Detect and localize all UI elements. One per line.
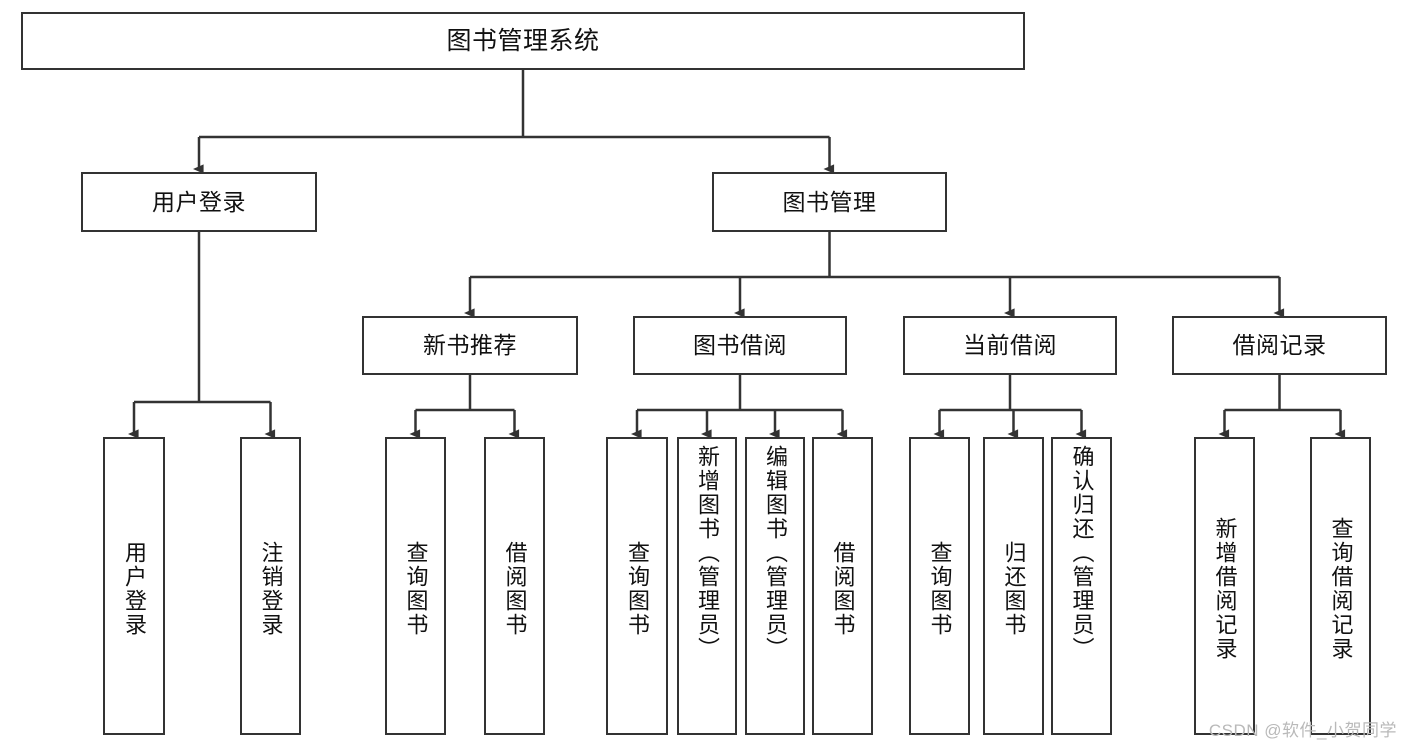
node-l13[interactable]: 查询借阅记录 xyxy=(1310,437,1371,735)
node-l8[interactable]: 借阅图书 xyxy=(812,437,873,735)
node-bookmgr[interactable]: 图书管理 xyxy=(712,172,947,232)
node-label-borrow: 图书借阅 xyxy=(693,332,787,359)
node-label-bookmgr: 图书管理 xyxy=(782,188,877,215)
node-root[interactable]: 图书管理系统 xyxy=(21,12,1025,70)
node-l4[interactable]: 借阅图书 xyxy=(484,437,545,735)
node-l1[interactable]: 用户登录 xyxy=(103,437,165,735)
node-label-records: 借阅记录 xyxy=(1232,332,1327,359)
node-l5[interactable]: 查询图书 xyxy=(606,437,668,735)
node-label-login: 用户登录 xyxy=(152,188,246,215)
node-newrec[interactable]: 新书推荐 xyxy=(362,316,578,375)
node-label-newrec: 新书推荐 xyxy=(423,332,517,359)
node-label-l10: 归还图书 xyxy=(1001,541,1027,637)
node-label-l11: 确认归还（管理员） xyxy=(1069,445,1095,661)
node-current[interactable]: 当前借阅 xyxy=(903,316,1117,375)
node-label-l2: 注销登录 xyxy=(258,541,284,637)
node-label-l1: 用户登录 xyxy=(121,541,147,637)
node-label-root: 图书管理系统 xyxy=(446,26,600,55)
node-label-l12: 新增借阅记录 xyxy=(1212,517,1238,661)
node-l7[interactable]: 编辑图书（管理员） xyxy=(745,437,805,735)
node-l9[interactable]: 查询图书 xyxy=(909,437,970,735)
node-label-l3: 查询图书 xyxy=(403,541,429,637)
node-borrow[interactable]: 图书借阅 xyxy=(633,316,847,375)
node-l12[interactable]: 新增借阅记录 xyxy=(1194,437,1255,735)
node-login[interactable]: 用户登录 xyxy=(81,172,317,232)
node-label-l9: 查询图书 xyxy=(927,541,953,637)
node-label-l7: 编辑图书（管理员） xyxy=(762,445,788,661)
node-label-l4: 借阅图书 xyxy=(502,541,528,637)
node-label-l6: 新增图书（管理员） xyxy=(694,445,720,661)
node-l3[interactable]: 查询图书 xyxy=(385,437,446,735)
node-label-current: 当前借阅 xyxy=(963,332,1057,359)
node-label-l13: 查询借阅记录 xyxy=(1328,517,1354,661)
node-l6[interactable]: 新增图书（管理员） xyxy=(677,437,737,735)
node-l10[interactable]: 归还图书 xyxy=(983,437,1044,735)
edge-group xyxy=(128,70,1346,439)
node-label-l8: 借阅图书 xyxy=(830,541,856,637)
node-records[interactable]: 借阅记录 xyxy=(1172,316,1387,375)
node-l11[interactable]: 确认归还（管理员） xyxy=(1051,437,1112,735)
node-label-l5: 查询图书 xyxy=(624,541,650,637)
node-l2[interactable]: 注销登录 xyxy=(240,437,301,735)
watermark-label: CSDN @软件_小贺同学 xyxy=(1208,721,1397,740)
